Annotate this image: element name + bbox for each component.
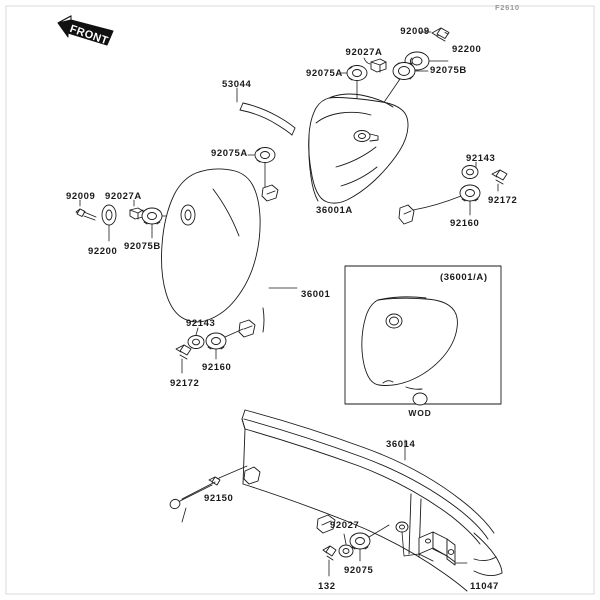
part-label-92172-right: 92172 <box>488 195 518 206</box>
part-92160-left-nut <box>205 332 227 350</box>
part-92160-right-nut <box>459 184 481 202</box>
part-11047-bracket <box>418 531 456 566</box>
part-92009-top-bolt <box>431 27 450 42</box>
part-92150-bolt <box>169 476 221 510</box>
part-label-92027A-left: 92027A <box>105 191 142 202</box>
part-label-92075B-left: 92075B <box>124 241 161 252</box>
part-label-92027A-top: 92027A <box>345 47 383 58</box>
front-direction-badge: FRONT <box>55 14 117 48</box>
part-92172-left-bolt <box>175 344 192 360</box>
part-92075A-top-grommet <box>346 65 368 81</box>
part-132-bolt <box>322 545 337 561</box>
part-label-92172-left: 92172 <box>170 378 200 389</box>
part-label-53044: 53044 <box>222 79 252 90</box>
sheet-code: F2610 <box>495 3 520 12</box>
part-92009-left-bolt <box>75 208 97 221</box>
part-label-92027-bot: 92027 <box>330 520 360 531</box>
part-label-92160-left: 92160 <box>202 362 232 373</box>
inset-part-code: (36001/A) <box>440 272 488 283</box>
part-label-36001: 36001 <box>301 289 331 300</box>
inset-cover-variant <box>361 296 458 406</box>
part-label-92075A-mid: 92075A <box>211 148 248 159</box>
part-92075B-top-damper <box>392 62 416 80</box>
part-36001A-right-side-cover <box>308 93 415 225</box>
part-label-92075B-top: 92075B <box>430 65 467 76</box>
part-label-92075-bot: 92075 <box>344 565 374 576</box>
part-label-132: 132 <box>318 581 336 592</box>
part-36001-left-side-cover <box>161 168 279 338</box>
part-36014-chain-guard <box>241 409 503 592</box>
part-label-92009-top: 92009 <box>400 26 430 37</box>
part-92200-left-washer <box>101 204 117 226</box>
part-label-92143-right: 92143 <box>466 153 496 164</box>
part-92143-left-collar <box>187 335 205 349</box>
part-92143-right-collar <box>461 165 479 179</box>
part-label-92075A-top: 92075A <box>306 68 343 79</box>
part-92027A-top-collar <box>370 58 387 73</box>
part-label-92009-left: 92009 <box>66 191 96 202</box>
part-label-36001A: 36001A <box>316 205 353 216</box>
part-label-92150: 92150 <box>204 493 234 504</box>
part-92027A-left-collar <box>129 207 144 220</box>
sheet-frame <box>5 5 595 595</box>
part-label-11047: 11047 <box>470 581 499 592</box>
part-53044-trim <box>239 102 296 136</box>
part-label-36014: 36014 <box>386 439 416 450</box>
part-92172-right-bolt <box>491 169 508 185</box>
inset-caption: WOD <box>408 408 432 418</box>
part-92075A-mid-grommet <box>254 147 276 163</box>
front-arrow-icon <box>57 15 114 46</box>
part-92075B-left-damper <box>141 207 163 225</box>
part-label-92143-left: 92143 <box>186 318 216 329</box>
part-92027-bottom-collar <box>338 544 354 558</box>
part-92075-bottom-damper <box>349 532 371 550</box>
part-label-92160-right: 92160 <box>450 218 480 229</box>
part-label-92200-left: 92200 <box>88 246 118 257</box>
part-label-92200-top: 92200 <box>452 44 482 55</box>
